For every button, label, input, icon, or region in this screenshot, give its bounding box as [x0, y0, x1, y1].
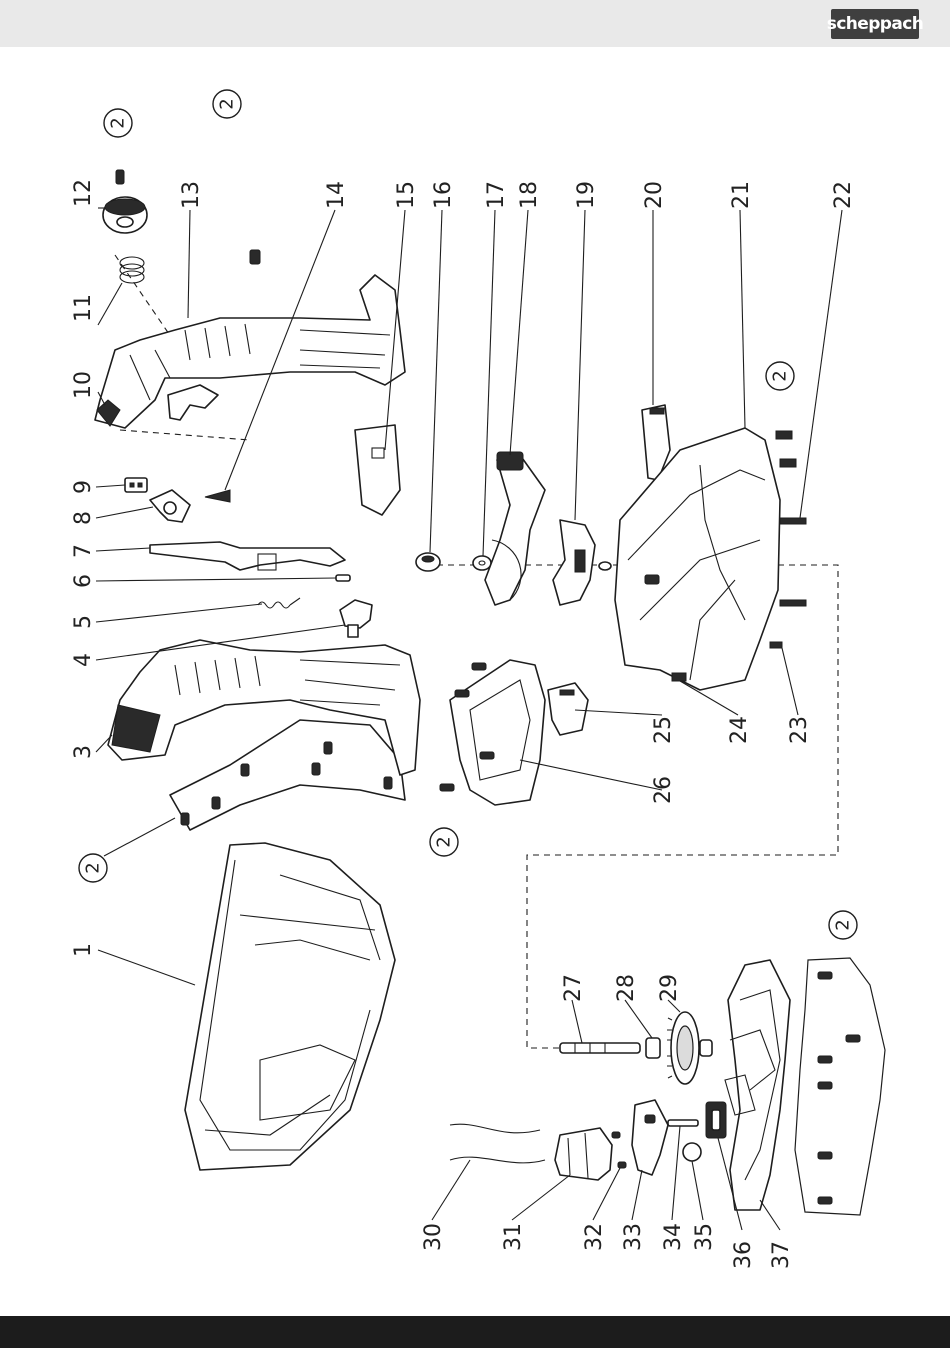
part-32-screw [612, 1132, 626, 1168]
part-13-handle-housing [95, 275, 405, 428]
assembly-dash-line-top [120, 430, 250, 440]
screw-marker-label: 2 [434, 836, 455, 847]
callout-21: 21 [729, 181, 754, 209]
callout-29: 29 [657, 974, 682, 1002]
part-8-knob [150, 490, 190, 522]
header-bar: scheppach [0, 0, 950, 47]
callout-19: 19 [574, 181, 599, 209]
callout-28: 28 [614, 974, 639, 1002]
part-2-screws-plate [170, 720, 405, 830]
part-19-cutter [553, 520, 611, 605]
callout-4: 4 [71, 653, 96, 667]
screw-marker-label: 2 [108, 117, 129, 128]
callout-23: 23 [787, 716, 812, 744]
part-31-motor [555, 1128, 612, 1180]
callout-36: 36 [731, 1241, 756, 1269]
callout-30: 30 [421, 1223, 446, 1251]
footer-bar [0, 1316, 950, 1348]
callout-20: 20 [642, 181, 667, 209]
callout-7: 7 [71, 544, 96, 558]
part-36-gear-wheel [706, 1102, 726, 1138]
exploded-parts-diagram: 2 2 2 2 2 2 [0, 47, 950, 1316]
part-26-base-plate [440, 660, 545, 805]
part-16-nut [416, 553, 440, 571]
callout-35: 35 [692, 1223, 717, 1251]
part-24-screw [672, 673, 686, 681]
part-6-pin [336, 575, 350, 581]
screw-marker-label: 2 [83, 862, 104, 873]
part-21-collection-box [615, 428, 780, 690]
callout-26: 26 [651, 776, 676, 804]
callout-14: 14 [324, 181, 349, 209]
part-35-pinion [683, 1143, 701, 1161]
part-9-clip [125, 478, 147, 492]
screw-marker-label: 2 [833, 919, 854, 930]
part-4-lever-pin [340, 600, 372, 637]
callout-22: 22 [831, 181, 856, 209]
part-23-screw [770, 642, 782, 648]
screw-marker-label: 2 [217, 98, 238, 109]
part-11-coil-spring [120, 257, 144, 283]
callout-9: 9 [71, 480, 96, 494]
callout-6: 6 [71, 574, 96, 588]
part-30-cable [450, 1124, 545, 1163]
part-34-axle [668, 1120, 698, 1126]
part-29-gear [667, 1012, 712, 1084]
callout-32: 32 [582, 1223, 607, 1251]
callout-8: 8 [71, 511, 96, 525]
screw-marker-label: 2 [770, 370, 791, 381]
callout-17: 17 [484, 181, 509, 209]
callout-16: 16 [431, 181, 456, 209]
callout-1: 1 [71, 943, 96, 957]
callout-10: 10 [71, 371, 96, 399]
callout-24: 24 [727, 716, 752, 744]
callout-33: 33 [621, 1223, 646, 1251]
callout-34: 34 [661, 1223, 686, 1251]
part-33-motor-bracket [632, 1100, 668, 1175]
callout-18: 18 [517, 181, 542, 209]
part-1-housing-shell [185, 843, 395, 1170]
part-18-blade-arm [485, 452, 545, 605]
callout-11: 11 [71, 294, 96, 322]
callout-25: 25 [651, 716, 676, 744]
part-2-screws-panel [795, 958, 885, 1215]
callout-27: 27 [561, 974, 586, 1002]
callout-5: 5 [71, 615, 96, 629]
part-28-bushing [646, 1038, 660, 1058]
part-17-washer [473, 556, 491, 570]
part-7-switch-lever [150, 542, 345, 570]
part-15-cover-plate [355, 425, 400, 515]
part-12-adjust-wheel [103, 170, 147, 233]
part-22-screws [776, 431, 806, 606]
callout-13: 13 [179, 181, 204, 209]
callout-31: 31 [501, 1223, 526, 1251]
callout-37: 37 [769, 1241, 794, 1269]
part-37-base-plate [725, 960, 790, 1210]
part-27-shaft [560, 1043, 640, 1053]
callout-3: 3 [71, 745, 96, 759]
brand-logo: scheppach [831, 9, 919, 39]
callout-12: 12 [71, 179, 96, 207]
callout-15: 15 [394, 181, 419, 209]
part-25-latch [548, 683, 588, 735]
part-5-spring [258, 598, 300, 608]
